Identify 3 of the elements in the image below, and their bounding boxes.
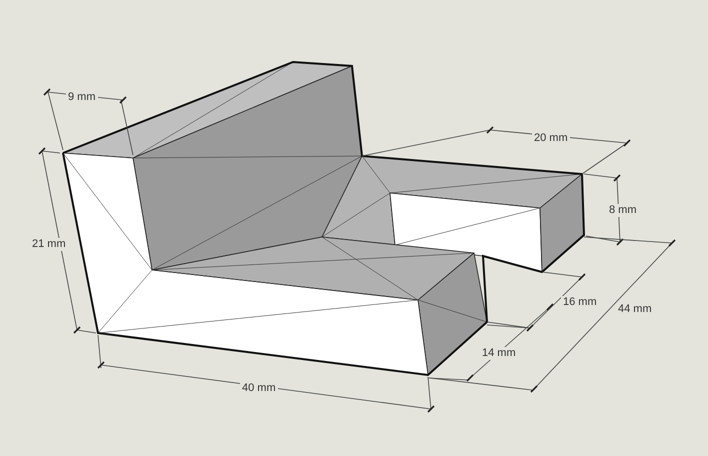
- dimension-label: 8 mm: [607, 204, 638, 217]
- dimension-label: 21 mm: [30, 238, 68, 251]
- dimension-label: 14 mm: [480, 347, 518, 360]
